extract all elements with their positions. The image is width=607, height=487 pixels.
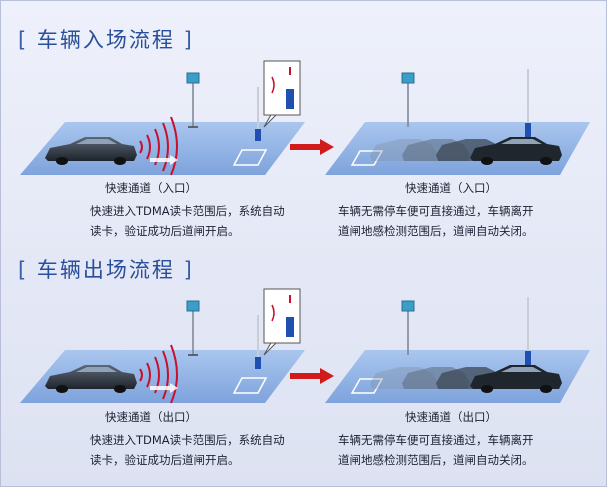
lane-platform <box>20 122 305 175</box>
flow-arrow-icon <box>288 366 338 386</box>
entry-right-description: 车辆无需停车便可直接通过，车辆离开 道闸地感检测范围后，道闸自动关闭。 <box>338 204 534 238</box>
zoom-callout-icon <box>263 60 301 128</box>
lane-platform <box>20 350 305 403</box>
entry-reading-scene <box>10 55 310 185</box>
exit-right-caption: 快速通道（出口） <box>405 410 497 424</box>
tdma-reader-icon <box>186 72 200 128</box>
loop-detector-icon <box>232 377 268 394</box>
entry-left-description: 快速进入TDMA读卡范围后，系统自动 读卡，验证成功后道闸开启。 <box>90 204 285 238</box>
loop-detector-icon <box>350 150 384 166</box>
exit-left-description: 快速进入TDMA读卡范围后，系统自动 读卡，验证成功后道闸开启。 <box>90 433 285 467</box>
car-icon <box>470 365 562 393</box>
motion-arrows <box>150 383 178 393</box>
exit-left-caption: 快速通道（出口） <box>105 410 197 424</box>
barrier-gate-icon <box>525 297 531 365</box>
tdma-reader-icon <box>186 300 200 356</box>
car-icon <box>45 137 137 165</box>
section-title-exit: [ 车辆出场流程 ] <box>18 258 194 282</box>
loop-detector-icon <box>232 149 268 166</box>
tdma-reader-icon <box>401 72 415 127</box>
car-icon <box>45 365 137 393</box>
barrier-gate-icon <box>525 69 531 137</box>
entry-pass-scene <box>320 55 600 185</box>
flow-arrow-icon <box>288 137 338 157</box>
motion-arrows <box>150 155 178 165</box>
barrier-gate-icon <box>255 87 261 141</box>
section-title-entry: [ 车辆入场流程 ] <box>18 28 194 52</box>
entry-right-caption: 快速通道（入口） <box>405 181 497 195</box>
exit-pass-scene <box>320 283 600 413</box>
exit-right-description: 车辆无需停车便可直接通过，车辆离开 道闸地感检测范围后，道闸自动关闭。 <box>338 433 534 467</box>
car-icon <box>470 137 562 165</box>
entry-left-caption: 快速通道（入口） <box>105 181 197 195</box>
barrier-gate-icon <box>255 315 261 369</box>
tdma-reader-icon <box>401 300 415 355</box>
zoom-callout-icon <box>263 288 301 356</box>
exit-reading-scene <box>10 283 310 413</box>
loop-detector-icon <box>350 378 384 394</box>
